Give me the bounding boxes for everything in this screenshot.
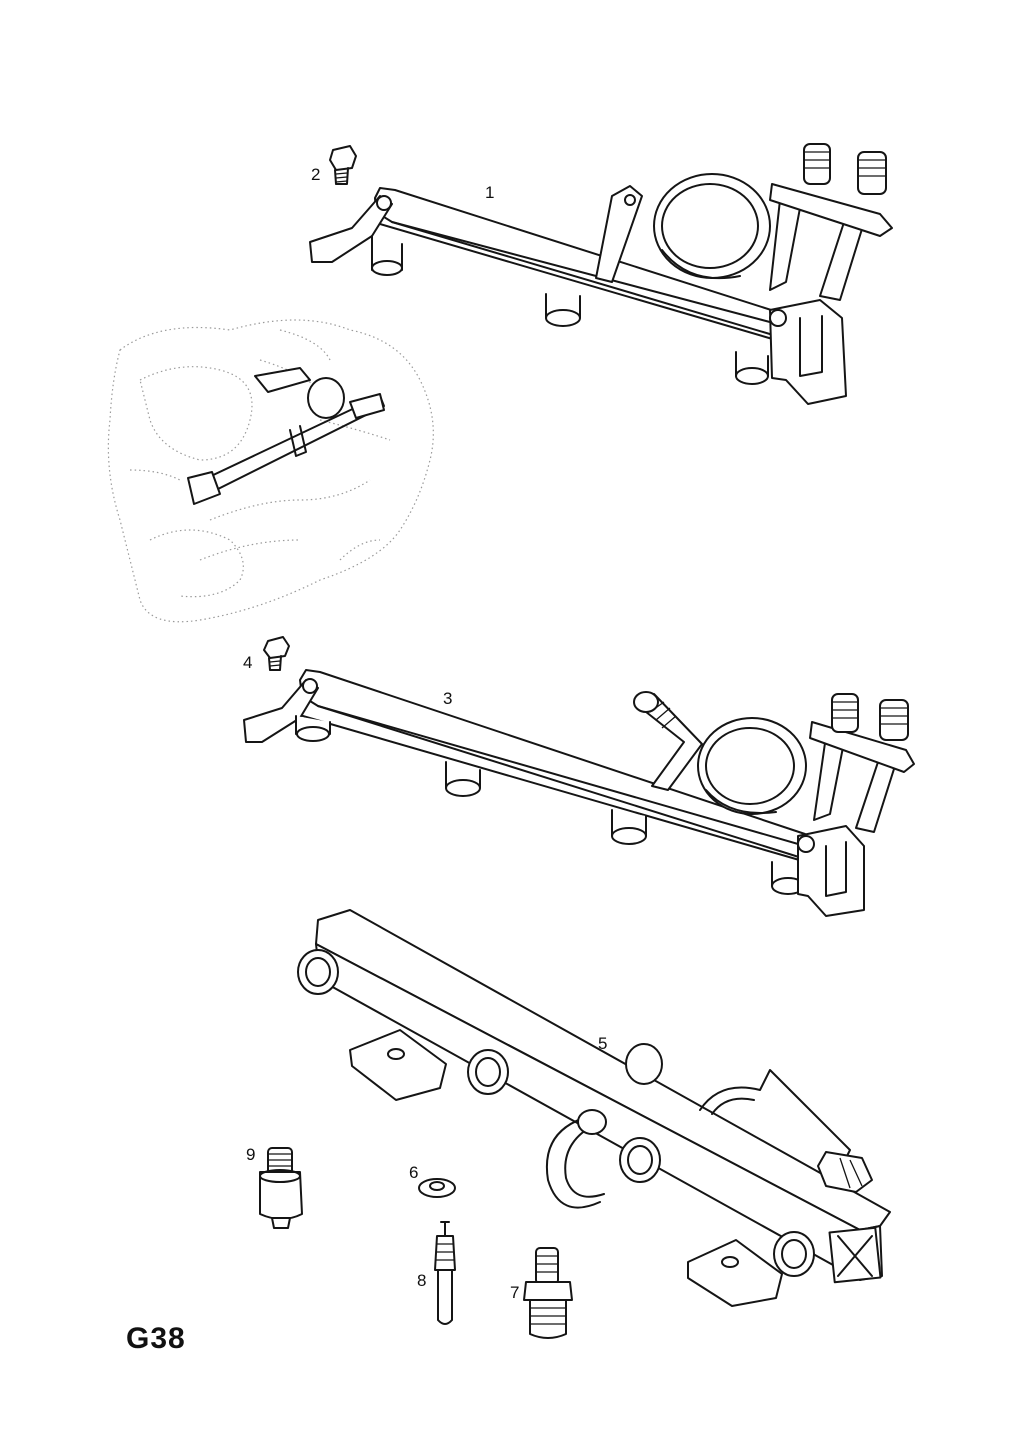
fuel-rail-part-1 [309, 143, 893, 405]
valve-part-8 [434, 1221, 456, 1325]
callout-2: 2 [311, 165, 321, 184]
bolt-part-4 [263, 636, 290, 671]
engine-location-inset [107, 319, 434, 623]
callout-3: 3 [443, 689, 453, 708]
fuel-rail-part-3 [243, 669, 915, 917]
sensor-part-9 [259, 1147, 303, 1229]
fuel-rail-part-5 [297, 909, 891, 1307]
callout-6: 6 [409, 1163, 419, 1182]
bolt-part-2 [329, 145, 357, 185]
callout-4: 4 [243, 653, 253, 672]
callout-1: 1 [485, 183, 495, 202]
callout-7: 7 [510, 1283, 520, 1302]
callout-5: 5 [598, 1034, 608, 1053]
callout-9: 9 [246, 1145, 256, 1164]
fitting-part-7 [523, 1247, 573, 1339]
page-code-label: G38 [126, 1322, 186, 1355]
callout-8: 8 [417, 1271, 427, 1290]
washer-part-6 [418, 1178, 456, 1198]
